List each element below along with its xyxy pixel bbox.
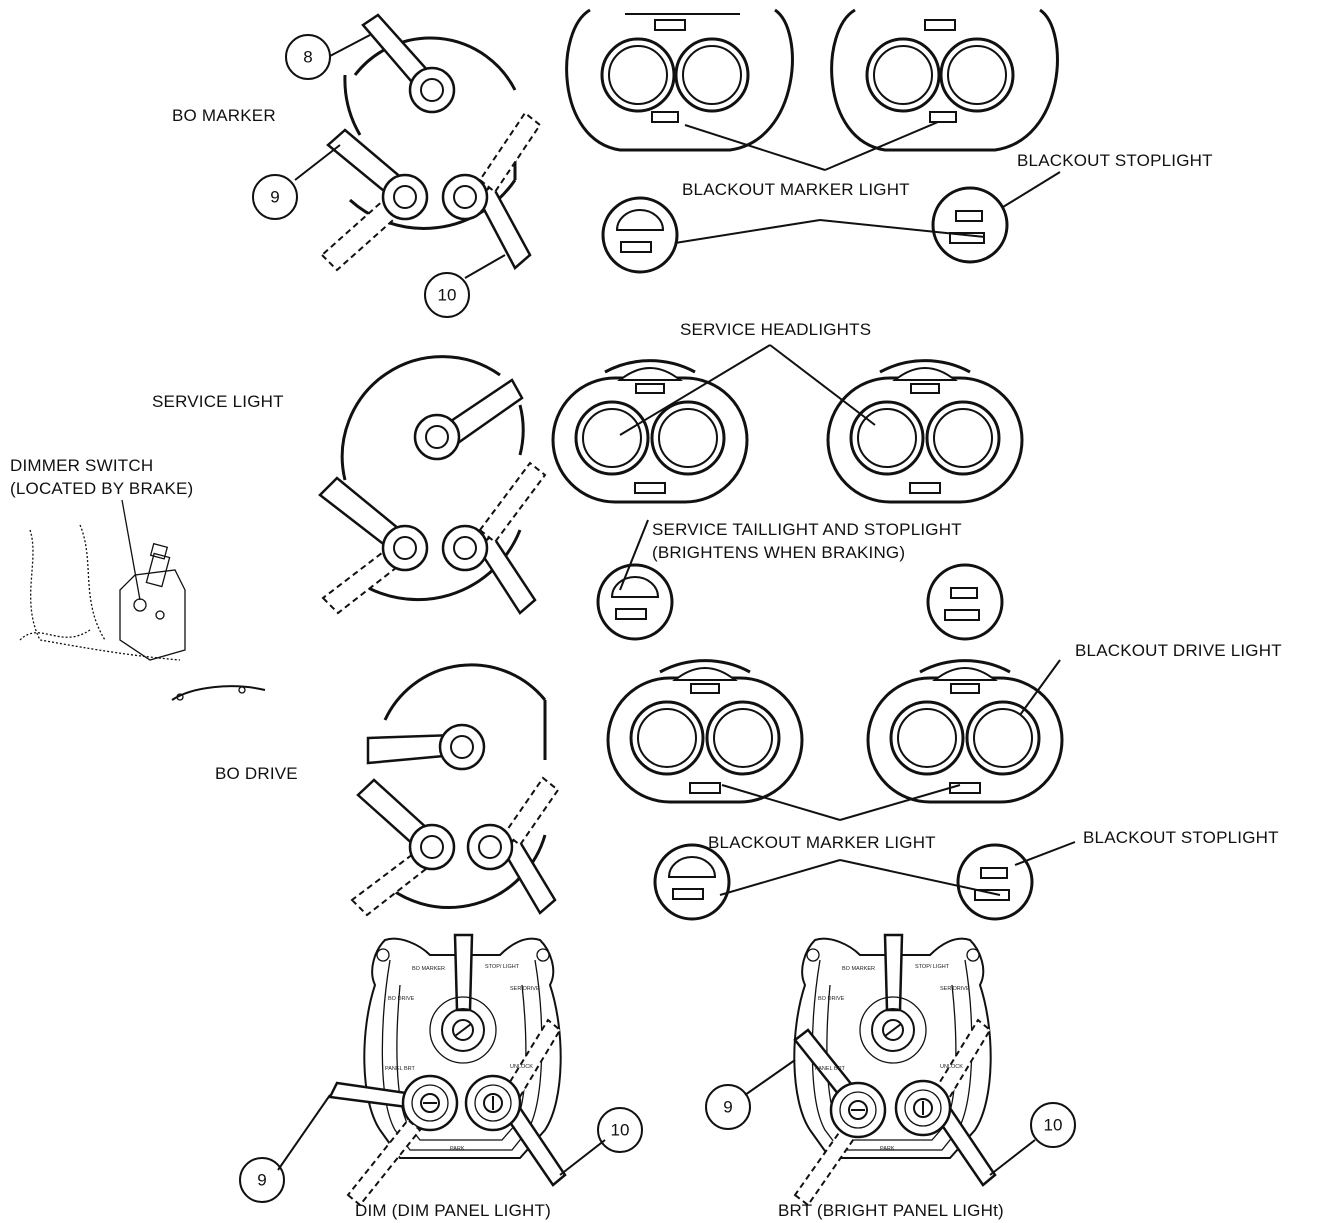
service-taillight-note-label: (BRIGHTENS WHEN BRAKING) (652, 543, 906, 562)
bo-marker-taillight-right (931, 186, 1009, 264)
bo-drive-headlight-right (866, 659, 1064, 804)
brt-panel-bo-drive-text: BO DRIVE (818, 996, 845, 1002)
callout-10-brt: 10 (989, 1102, 1076, 1176)
callout-9-top: 9 (252, 144, 341, 220)
blackout-marker-light-bottom-label: BLACKOUT MARKER LIGHT (708, 833, 936, 852)
service-taillight-label: SERVICE TAILLIGHT AND STOPLIGHT (652, 520, 962, 539)
callout-9-brt: 9 (705, 1059, 796, 1130)
bo-marker-switch (320, 13, 542, 272)
callout-10-dim-number: 10 (611, 1121, 630, 1140)
dim-caption: DIM (DIM PANEL LIGHT) (355, 1201, 551, 1220)
brt-panel-switch: BO MARKER STOP/ LIGHT SER DRIVE BO DRIVE… (793, 933, 997, 1207)
callout-9-dim-number: 9 (257, 1171, 266, 1190)
service-light-label: SERVICE LIGHT (152, 392, 284, 411)
brt-panel-panel-brt-text: PANEL BRT (815, 1066, 845, 1072)
dimmer-switch-location-label: (LOCATED BY BRAKE) (10, 479, 194, 498)
dim-panel-unlock-text: UNLOCK (510, 1064, 533, 1070)
service-taillight-right (926, 563, 1004, 641)
dim-panel-switch: BO MARKER STOP/ LIGHT SER DRIVE BO DRIVE… (328, 933, 567, 1207)
dimmer-switch-label: DIMMER SWITCH (10, 456, 154, 475)
callout-10-dim: 10 (559, 1107, 643, 1176)
bo-marker-label: BO MARKER (172, 106, 276, 125)
brt-panel-stop-light-text: STOP/ LIGHT (915, 964, 950, 970)
callout-8: 8 (285, 34, 371, 80)
brt-caption: BRT (BRIGHT PANEL LIGHt) (778, 1201, 1004, 1220)
bo-marker-headlight-right (830, 8, 1059, 152)
dim-panel-park-text: PARK (450, 1146, 465, 1152)
dim-panel-bo-marker-text: BO MARKER (412, 966, 445, 972)
brt-panel-unlock-text: UNLOCK (940, 1064, 963, 1070)
callout-10-top-number: 10 (438, 286, 457, 305)
blackout-marker-light-top-label: BLACKOUT MARKER LIGHT (682, 180, 910, 199)
callout-10-brt-number: 10 (1044, 1116, 1063, 1135)
service-headlight-right (826, 359, 1024, 504)
brt-panel-park-text: PARK (880, 1146, 895, 1152)
blackout-drive-light-label: BLACKOUT DRIVE LIGHT (1075, 641, 1282, 660)
bo-drive-taillight-left (653, 843, 731, 921)
dim-panel-ser-drive-text: SER DRIVE (510, 986, 540, 992)
blackout-stoplight-bottom-label: BLACKOUT STOPLIGHT (1083, 828, 1279, 847)
service-taillight-left (596, 563, 674, 641)
dim-panel-stop-light-text: STOP/ LIGHT (485, 964, 520, 970)
bo-drive-label: BO DRIVE (215, 764, 298, 783)
callout-9-top-number: 9 (270, 188, 279, 207)
callout-8-number: 8 (303, 48, 312, 67)
service-headlights-label: SERVICE HEADLIGHTS (680, 320, 872, 339)
bo-marker-taillight-left (601, 196, 679, 274)
bo-marker-headlight-left (565, 8, 794, 152)
service-headlight-left (551, 359, 749, 504)
callout-10-top: 10 (424, 254, 506, 318)
dimmer-switch-sketch (19, 499, 266, 701)
callout-9-dim: 9 (239, 1094, 331, 1203)
blackout-stoplight-top-label: BLACKOUT STOPLIGHT (1017, 151, 1213, 170)
bo-drive-taillight-right (956, 843, 1034, 921)
brt-panel-bo-marker-text: BO MARKER (842, 966, 875, 972)
brt-panel-ser-drive-text: SER DRIVE (940, 986, 970, 992)
callout-9-brt-number: 9 (723, 1098, 732, 1117)
service-light-switch (318, 355, 547, 615)
dim-panel-panel-brt-text: PANEL BRT (385, 1066, 415, 1072)
dim-panel-bo-drive-text: BO DRIVE (388, 996, 415, 1002)
bo-drive-headlight-left (606, 659, 804, 804)
bo-drive-switch (350, 663, 560, 917)
